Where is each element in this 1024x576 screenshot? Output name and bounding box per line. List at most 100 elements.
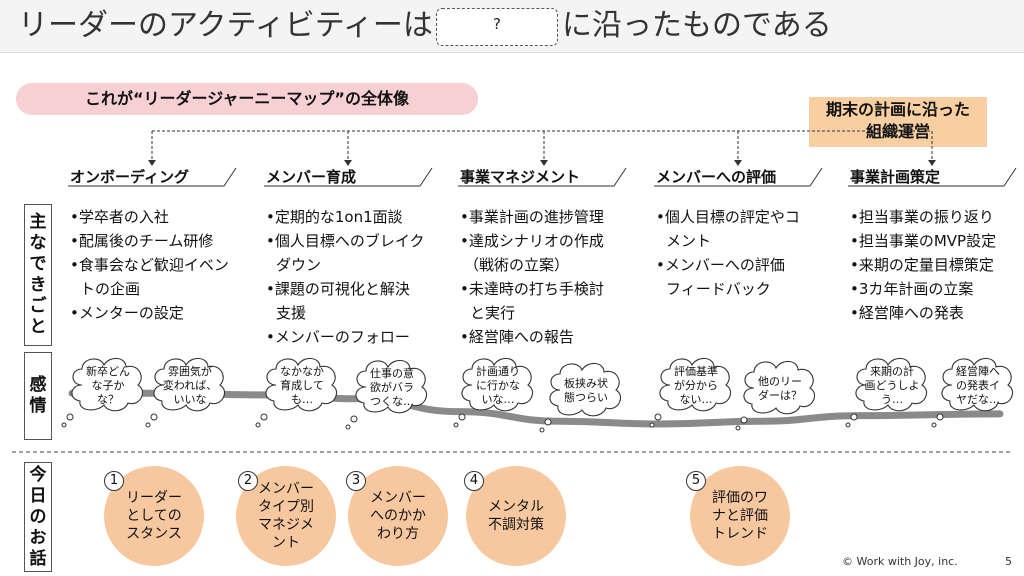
thought-bubble-shape [649,357,732,428]
row-label-char: 話 [29,548,47,569]
page-number: 5 [1005,555,1012,568]
thought-bubble-shape [345,359,428,430]
topic-line: メンタル [488,499,544,515]
thought-line: の発表イ [956,379,1000,392]
thought-line: な子か [91,379,125,392]
event-item: •3カ年計画の立案 [850,280,974,298]
row-label-char: の [29,506,47,527]
event-list-onboarding: •学卒者の入社 •配属後のチーム研修 •食事会など歓迎イベン トの企画 •メンタ… [70,205,229,325]
topic-line: としての [126,508,182,524]
event-item: •達成シナリオの作成 [460,232,604,250]
thought-line: 仕事の意 [370,367,414,380]
event-item: （戦術の立案） [464,256,570,274]
phase-underline [654,167,823,187]
thought-line: 来期の計 [870,365,914,378]
thought-line: う… [881,393,903,406]
thought-bubble: 板挟み状態つらい [550,367,622,415]
event-item: •個人目標の評定やコ [656,208,800,226]
row-label-char: な [29,233,47,253]
row-label-char: き [29,275,47,295]
title-suffix: に沿ったものである [562,8,832,43]
thought-line: も… [291,393,313,406]
thought-line: いな… [481,393,515,406]
thought-line: 欲がバラ [370,381,414,394]
row-label-char: 情 [29,396,47,416]
event-item: ダウン [276,256,322,274]
thought-line: 経営陣へ [956,365,1000,378]
topic-line: スタンス [126,526,182,542]
thought-line: な？ [97,393,119,406]
row-label-char: 感 [29,375,47,395]
topic-line: メンバー [258,481,314,497]
thought-line: いいな [173,393,207,406]
topic-number-badge: 2 [238,471,258,491]
event-item: •メンターの設定 [70,304,184,322]
event-item: •定期的な1on1面談 [266,208,403,226]
event-item: •配属後のチーム研修 [70,232,214,250]
phase-member-development: メンバー育成 [266,168,357,186]
event-list-business-planning: •担当事業の振り返り •担当事業のMVP設定 •来期の定量目標策定 •3カ年計画… [850,205,996,325]
topic-number-badge: 3 [346,471,366,491]
thought-bubble: 新卒どんな子かな？ [72,362,144,410]
journey-map-label: これが“リーダージャーニーマップ”の全体像 [16,83,478,115]
thought-line: が分から [674,379,718,392]
event-item: •メンバーへの評価 [656,256,785,274]
topic-number-badge: 1 [104,471,124,491]
thought-line: 他のリー [758,375,802,388]
thought-line: ヤだな… [956,393,1000,406]
event-item: •個人目標へのブレイク [266,232,425,250]
thought-bubble: 計画通りに行かないな… [462,362,534,410]
thought-bubble-shape [255,357,338,428]
thought-line: ダーは？ [758,389,802,402]
row-label-char: 日 [29,485,47,506]
event-item: と実行 [470,304,516,322]
connector-tree [151,130,933,162]
event-list-member-evaluation: •個人目標の評定やコ メント •メンバーへの評価 フィードバック [656,205,800,301]
phase-underline [848,167,1017,187]
event-item: メント [666,232,712,250]
thought-line: 板挟み状 [564,377,608,390]
thought-line: 評価基準 [674,365,718,378]
topic-line: リーダー [126,490,182,506]
row-label-events: 主 な で き ご と [24,204,52,346]
thought-bubble: なかなか育成しても… [266,362,338,410]
thought-line: ない… [679,393,713,406]
event-item: •学卒者の入社 [70,208,169,226]
thought-bubble: 評価基準が分からない… [660,362,732,410]
event-item: •来期の定量目標策定 [850,256,994,274]
event-item: •経営陣への発表 [850,304,964,322]
thought-bubble-shape [735,360,816,431]
thought-line: なかなか [280,365,324,378]
connector-arrowheads [148,160,936,166]
event-item: •担当事業の振り返り [850,208,994,226]
row-label-today: 今 日 の お 話 [24,462,52,572]
topic-number-badge: 4 [464,471,484,491]
thought-bubble: 雰囲気が変われば、いいな [154,362,226,410]
event-item: •経営陣への報告 [460,328,574,346]
arrowhead [734,160,742,166]
title-blank-box: ? [436,8,558,46]
row-label-char: ご [29,296,47,316]
arrowhead [928,160,936,166]
event-item: •事業計画の進捗管理 [460,208,604,226]
topic-line: トレンド [712,526,768,542]
title-prefix: リーダーのアクティビティーは [18,8,433,43]
event-item: •未達時の打ち手検討 [460,280,604,298]
thought-line: 計画通り [476,365,520,378]
arrowhead [148,160,156,166]
phase-business-planning: 事業計画策定 [850,168,941,186]
arrowhead [540,160,548,166]
thought-bubble-shape [931,357,1014,428]
thought-bubble: 他のリーダーは？ [744,365,816,413]
phase-underline [68,167,237,187]
topic-line: タイプ別 [258,499,314,515]
thought-bubble-shape [145,357,226,428]
thought-bubble-shape [61,357,144,428]
row-label-char: と [29,317,47,337]
topic-line: メンバー [370,490,426,506]
event-list-business-management: •事業計画の進捗管理 •達成シナリオの作成 （戦術の立案） •未達時の打ち手検討… [460,205,604,349]
row-label-char: 主 [29,212,47,232]
phase-business-management: 事業マネジメント [460,168,581,186]
phase-underlines [68,167,1017,187]
